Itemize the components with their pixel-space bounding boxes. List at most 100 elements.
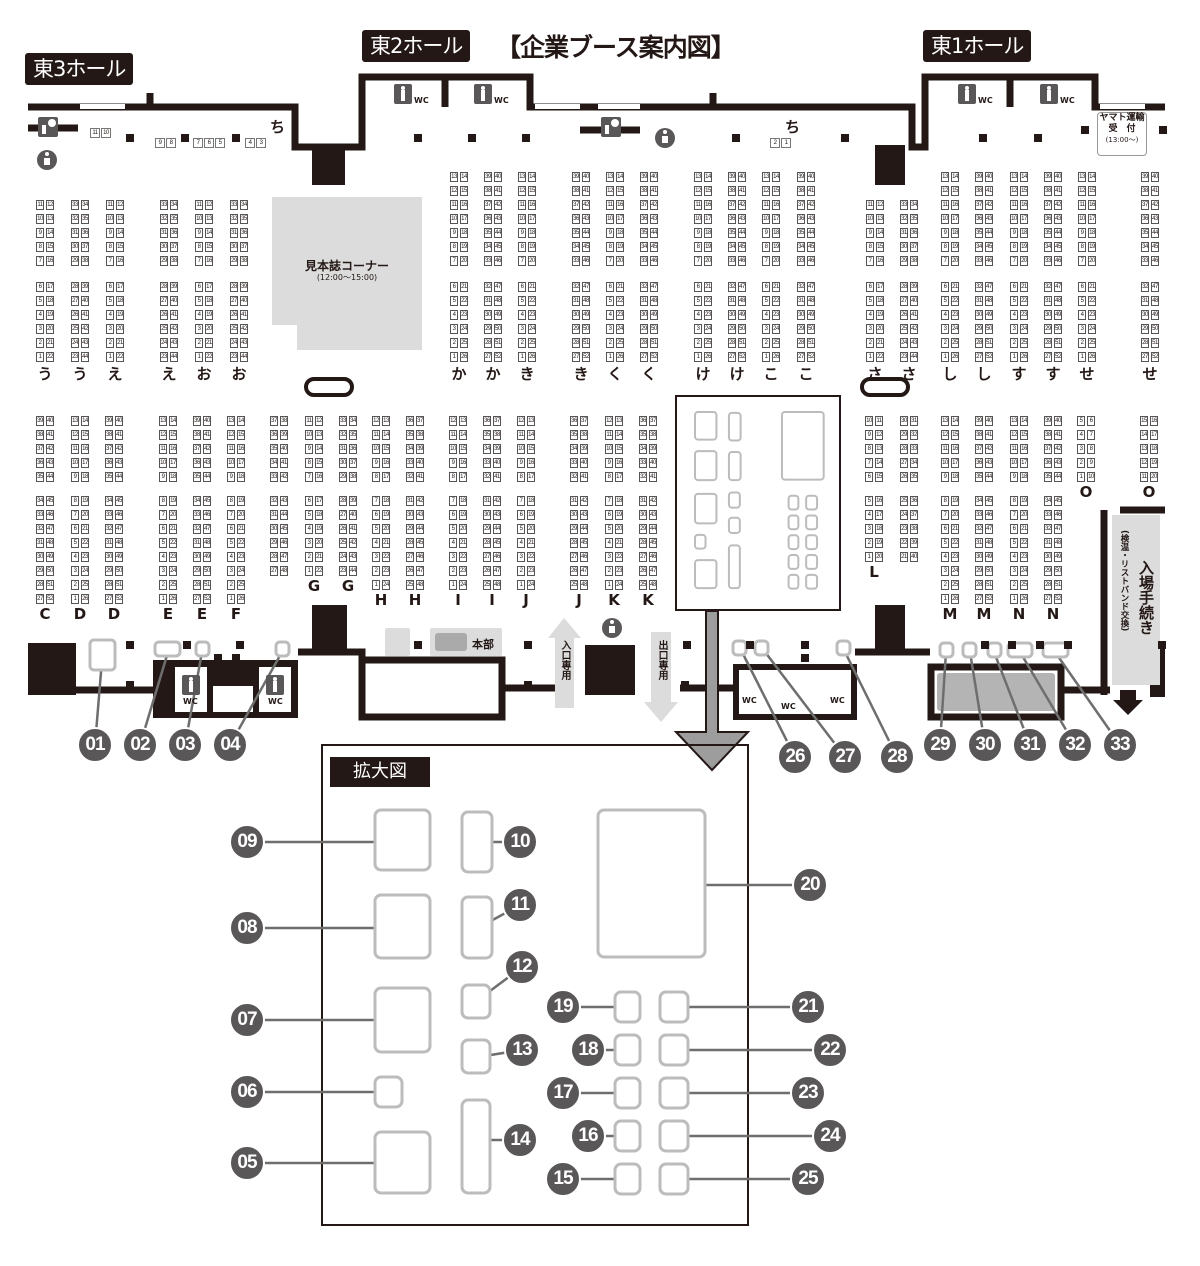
booth[interactable]: 8 bbox=[941, 242, 949, 252]
booth[interactable]: 19 bbox=[382, 510, 390, 520]
booth[interactable]: 6 bbox=[450, 282, 458, 292]
wall-booth[interactable]: 1 bbox=[781, 138, 791, 148]
booth[interactable]: 40 bbox=[580, 458, 588, 468]
booth[interactable]: 18 bbox=[237, 472, 245, 482]
booth[interactable]: 40 bbox=[240, 296, 248, 306]
booth[interactable]: 6 bbox=[1010, 282, 1018, 292]
booth[interactable]: 22 bbox=[382, 552, 390, 562]
booth[interactable]: 5 bbox=[941, 296, 949, 306]
booth[interactable]: 51 bbox=[1054, 338, 1062, 348]
booth[interactable]: 30 bbox=[797, 310, 805, 320]
booth[interactable]: 48 bbox=[650, 296, 658, 306]
booth[interactable]: 51 bbox=[738, 338, 746, 348]
booth[interactable]: 47 bbox=[807, 282, 815, 292]
booth[interactable]: 1 bbox=[866, 352, 874, 362]
booth[interactable]: 34 bbox=[36, 496, 44, 506]
booth[interactable]: 3 bbox=[195, 324, 203, 334]
booth[interactable]: 30 bbox=[728, 310, 736, 320]
booth[interactable]: 10 bbox=[518, 214, 526, 224]
booth[interactable]: 30 bbox=[406, 510, 414, 520]
booth[interactable]: 35 bbox=[484, 228, 492, 238]
booth[interactable]: 38 bbox=[572, 186, 580, 196]
booth[interactable]: 16 bbox=[951, 200, 959, 210]
booth[interactable]: 45 bbox=[1054, 242, 1062, 252]
booth[interactable]: 41 bbox=[985, 186, 993, 196]
booth[interactable]: 2 bbox=[865, 538, 873, 548]
booth[interactable]: 30 bbox=[975, 552, 983, 562]
booth[interactable]: 8 bbox=[762, 242, 770, 252]
booth[interactable]: 38 bbox=[81, 256, 89, 266]
booth[interactable]: 45 bbox=[46, 496, 54, 506]
booth[interactable]: 31 bbox=[1044, 538, 1052, 548]
booth[interactable]: 2 bbox=[449, 566, 457, 576]
booth[interactable]: 39 bbox=[280, 430, 288, 440]
booth[interactable]: 3 bbox=[36, 324, 44, 334]
booth[interactable]: 46 bbox=[649, 552, 657, 562]
booth[interactable]: 31 bbox=[728, 296, 736, 306]
booth[interactable]: 26 bbox=[160, 310, 168, 320]
booth[interactable]: 41 bbox=[649, 472, 657, 482]
booth[interactable]: 20 bbox=[951, 510, 959, 520]
booth[interactable]: 32 bbox=[230, 214, 238, 224]
booth[interactable]: 38 bbox=[975, 186, 983, 196]
booth[interactable]: 24 bbox=[951, 566, 959, 576]
booth[interactable]: 52 bbox=[650, 352, 658, 362]
booth[interactable]: 41 bbox=[170, 310, 178, 320]
booth[interactable]: 12 bbox=[605, 416, 613, 426]
booth[interactable]: 42 bbox=[1054, 444, 1062, 454]
booth[interactable]: 33 bbox=[728, 256, 736, 266]
booth[interactable]: 30 bbox=[339, 458, 347, 468]
booth[interactable]: 7 bbox=[865, 458, 873, 468]
booth[interactable]: 26 bbox=[237, 594, 245, 604]
booth[interactable]: 19 bbox=[875, 538, 883, 548]
booth[interactable]: 1 bbox=[941, 352, 949, 362]
booth[interactable]: 7 bbox=[106, 256, 114, 266]
booth[interactable]: 23 bbox=[951, 552, 959, 562]
booth[interactable]: 25 bbox=[169, 580, 177, 590]
callout-01[interactable]: 01 bbox=[77, 727, 113, 763]
booth[interactable]: 18 bbox=[460, 228, 468, 238]
booth[interactable]: 17 bbox=[875, 510, 883, 520]
booth[interactable]: 43 bbox=[985, 458, 993, 468]
booth[interactable]: 19 bbox=[1150, 458, 1158, 468]
booth[interactable]: 28 bbox=[406, 538, 414, 548]
booth[interactable]: 30 bbox=[160, 242, 168, 252]
booth[interactable]: 4 bbox=[227, 552, 235, 562]
booth[interactable]: 14 bbox=[169, 416, 177, 426]
booth[interactable]: 42 bbox=[494, 200, 502, 210]
booth[interactable]: 3 bbox=[71, 566, 79, 576]
booth[interactable]: 2 bbox=[605, 566, 613, 576]
booth[interactable]: 7 bbox=[694, 256, 702, 266]
booth[interactable]: 47 bbox=[649, 566, 657, 576]
booth[interactable]: 34 bbox=[728, 242, 736, 252]
booth[interactable]: 5 bbox=[450, 296, 458, 306]
booth[interactable]: 42 bbox=[170, 324, 178, 334]
booth[interactable]: 30 bbox=[230, 242, 238, 252]
booth[interactable]: 27 bbox=[339, 510, 347, 520]
booth[interactable]: 14 bbox=[116, 228, 124, 238]
booth[interactable]: 10 bbox=[159, 458, 167, 468]
booth[interactable]: 35 bbox=[797, 228, 805, 238]
booth[interactable]: 44 bbox=[115, 472, 123, 482]
booth[interactable]: 41 bbox=[494, 186, 502, 196]
booth[interactable]: 9 bbox=[762, 228, 770, 238]
booth[interactable]: 4 bbox=[517, 538, 525, 548]
booth[interactable]: 32 bbox=[193, 524, 201, 534]
booth[interactable]: 50 bbox=[985, 324, 993, 334]
booth[interactable]: 11 bbox=[1010, 444, 1018, 454]
booth[interactable]: 42 bbox=[349, 538, 357, 548]
booth[interactable]: 8 bbox=[606, 242, 614, 252]
callout-29[interactable]: 29 bbox=[922, 727, 958, 763]
booth[interactable]: 38 bbox=[1044, 430, 1052, 440]
booth[interactable]: 26 bbox=[1088, 352, 1096, 362]
booth[interactable]: 19 bbox=[951, 496, 959, 506]
booth[interactable]: 36 bbox=[1044, 214, 1052, 224]
booth[interactable]: 16 bbox=[169, 444, 177, 454]
booth[interactable]: 40 bbox=[650, 172, 658, 182]
booth[interactable]: 36 bbox=[240, 228, 248, 238]
booth[interactable]: 18 bbox=[875, 524, 883, 534]
booth[interactable]: 28 bbox=[1044, 338, 1052, 348]
booth[interactable]: 41 bbox=[738, 186, 746, 196]
booth[interactable]: 36 bbox=[105, 458, 113, 468]
booth[interactable]: 4 bbox=[159, 552, 167, 562]
